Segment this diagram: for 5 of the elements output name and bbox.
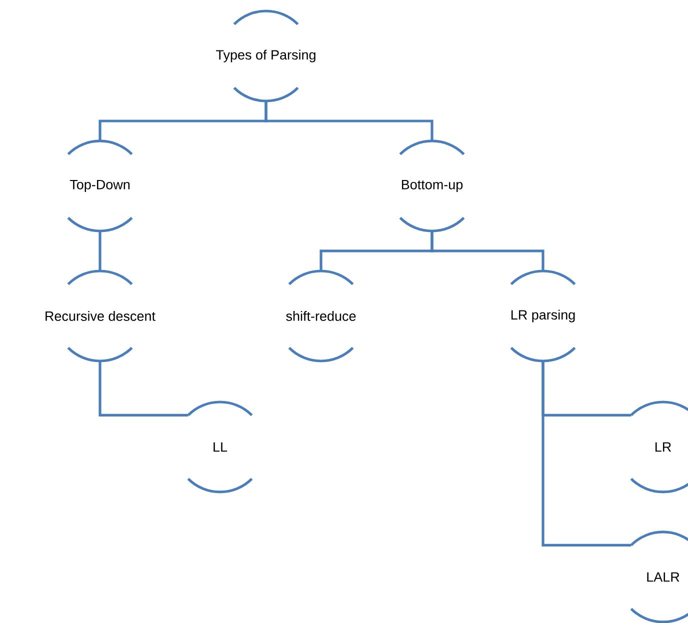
connector-line: [264, 101, 434, 141]
connector-line: [542, 361, 632, 546]
connector-line: [430, 231, 544, 271]
connector-line: [98, 231, 102, 271]
connector-line: [98, 361, 188, 416]
